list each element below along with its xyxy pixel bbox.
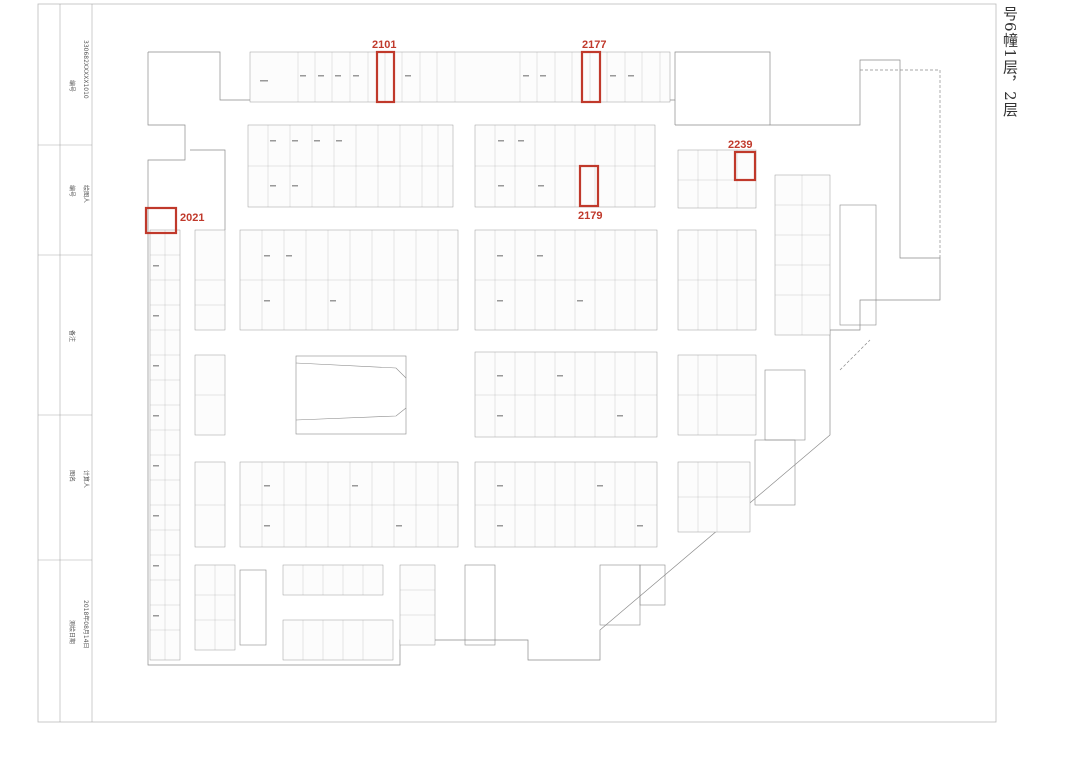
highlight-box-2239[interactable] — [733, 150, 757, 182]
stall-subdivisions — [150, 52, 830, 660]
highlight-label-2179: 2179 — [578, 210, 602, 222]
tb-label-5: 测绘日期 — [68, 620, 76, 644]
highlight-box-2179[interactable] — [578, 164, 600, 208]
title-block: 编号 330682XXXXX1010 编号 绘图人 备注 图名 计算人 测绘日期… — [38, 4, 93, 722]
highlight-box-2177[interactable] — [580, 50, 602, 104]
central-feature — [295, 355, 407, 435]
highlight-label-2239: 2239 — [728, 139, 752, 151]
tb-value-1: 绘图人 — [82, 185, 90, 203]
highlight-box-2101[interactable] — [375, 50, 396, 104]
tb-label-1: 编号 — [68, 185, 76, 197]
document-title: 号6幢1层，2层 — [1001, 6, 1019, 118]
stall-numbers — [153, 75, 643, 617]
highlight-label-2021: 2021 — [180, 212, 204, 224]
highlight-label-2101: 2101 — [372, 39, 396, 51]
page-frame — [37, 3, 997, 723]
tb-label-0: 编号 — [68, 80, 76, 92]
highlights: 2101 2177 2239 2021 2179 — [144, 39, 757, 235]
building-outline — [147, 51, 941, 666]
tb-value-4: 2018年08月14日 — [82, 600, 90, 649]
tb-value-3: 计算人 — [82, 470, 90, 488]
service-rooms — [239, 204, 877, 646]
tb-label-3: 图名 — [68, 470, 76, 482]
highlight-box-2021[interactable] — [144, 206, 178, 235]
highlight-label-2177: 2177 — [582, 39, 606, 51]
tb-label-2: 备注 — [68, 330, 76, 342]
tb-value-0: 330682XXXXX1010 — [82, 40, 89, 99]
